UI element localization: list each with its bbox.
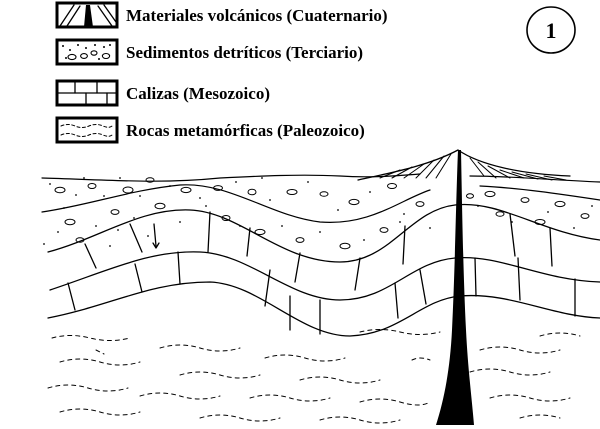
- volcanic-cone: [357, 149, 571, 425]
- legend-item-volcanic: Materiales volcánicos (Cuaternario): [55, 1, 388, 29]
- legend-label-metamorphic: Rocas metamórficas (Paleozoico): [126, 121, 365, 140]
- legend-item-metamorphic: Rocas metamórficas (Paleozoico): [55, 116, 365, 144]
- detrital-dots: [43, 177, 593, 247]
- legend: Materiales volcánicos (Cuaternario) Sedi…: [55, 1, 388, 144]
- legend-label-volcanic: Materiales volcánicos (Cuaternario): [126, 6, 388, 25]
- legend-label-detrital: Sedimentos detríticos (Terciario): [126, 43, 363, 62]
- figure-number: 1: [546, 18, 557, 43]
- detrital-pebbles: [54, 177, 590, 250]
- volcanic-swatch-icon: [55, 1, 119, 29]
- metamorphic-basement: [47, 329, 581, 424]
- limestone-swatch-icon: [55, 79, 119, 107]
- legend-label-limestone: Calizas (Mesozoico): [126, 84, 270, 103]
- detrital-swatch-icon: [55, 38, 119, 66]
- volcanic-conduit: [436, 150, 474, 425]
- metamorphic-swatch-icon: [55, 116, 119, 144]
- limestone-layer: [47, 203, 600, 337]
- cross-section: [41, 149, 600, 425]
- legend-item-detrital: Sedimentos detríticos (Terciario): [55, 38, 363, 66]
- figure-number-badge: 1: [526, 6, 576, 54]
- legend-item-limestone: Calizas (Mesozoico): [55, 79, 270, 107]
- detrital-layer: [41, 173, 600, 224]
